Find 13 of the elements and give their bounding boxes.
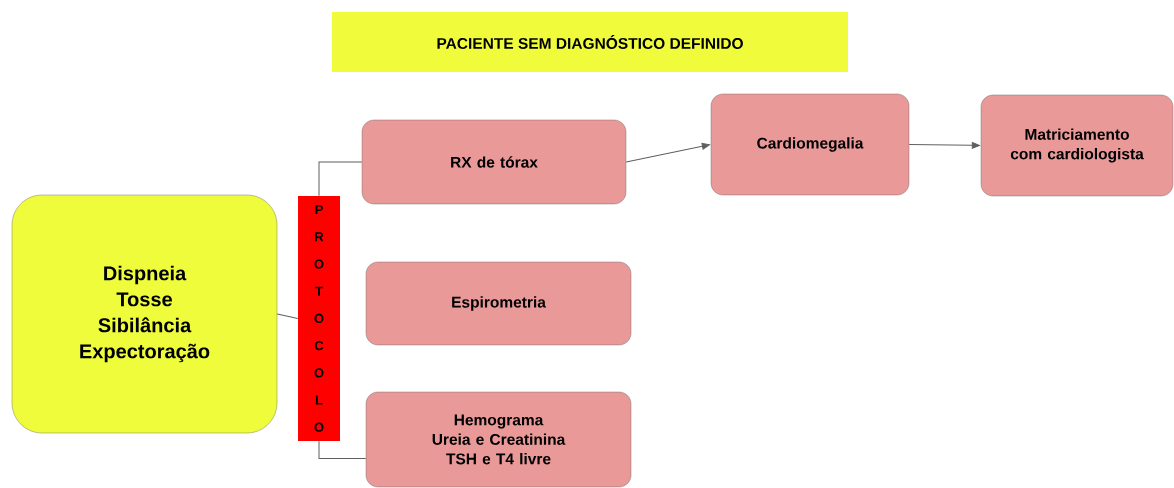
- process-box: Hemograma Ureia e Creatinina TSH e T4 livre: [365, 391, 632, 488]
- process-box: Espirometria: [365, 261, 632, 346]
- protocol-bar: PROTOCOLO: [298, 196, 340, 441]
- arrow: [625, 142, 710, 163]
- process-box: Cardiomegalia: [710, 93, 910, 196]
- connector-line: [318, 161, 363, 197]
- connector-line: [276, 313, 299, 319]
- connector-line: [318, 440, 367, 460]
- process-box: Matriciamento com cardiologista: [980, 94, 1174, 197]
- symptom-box: Dispneia Tosse Sibilância Expectoração: [11, 194, 278, 434]
- arrow: [908, 142, 980, 149]
- process-box: RX de tórax: [361, 119, 627, 205]
- title-banner: PACIENTE SEM DIAGNÓSTICO DEFINIDO: [332, 12, 848, 72]
